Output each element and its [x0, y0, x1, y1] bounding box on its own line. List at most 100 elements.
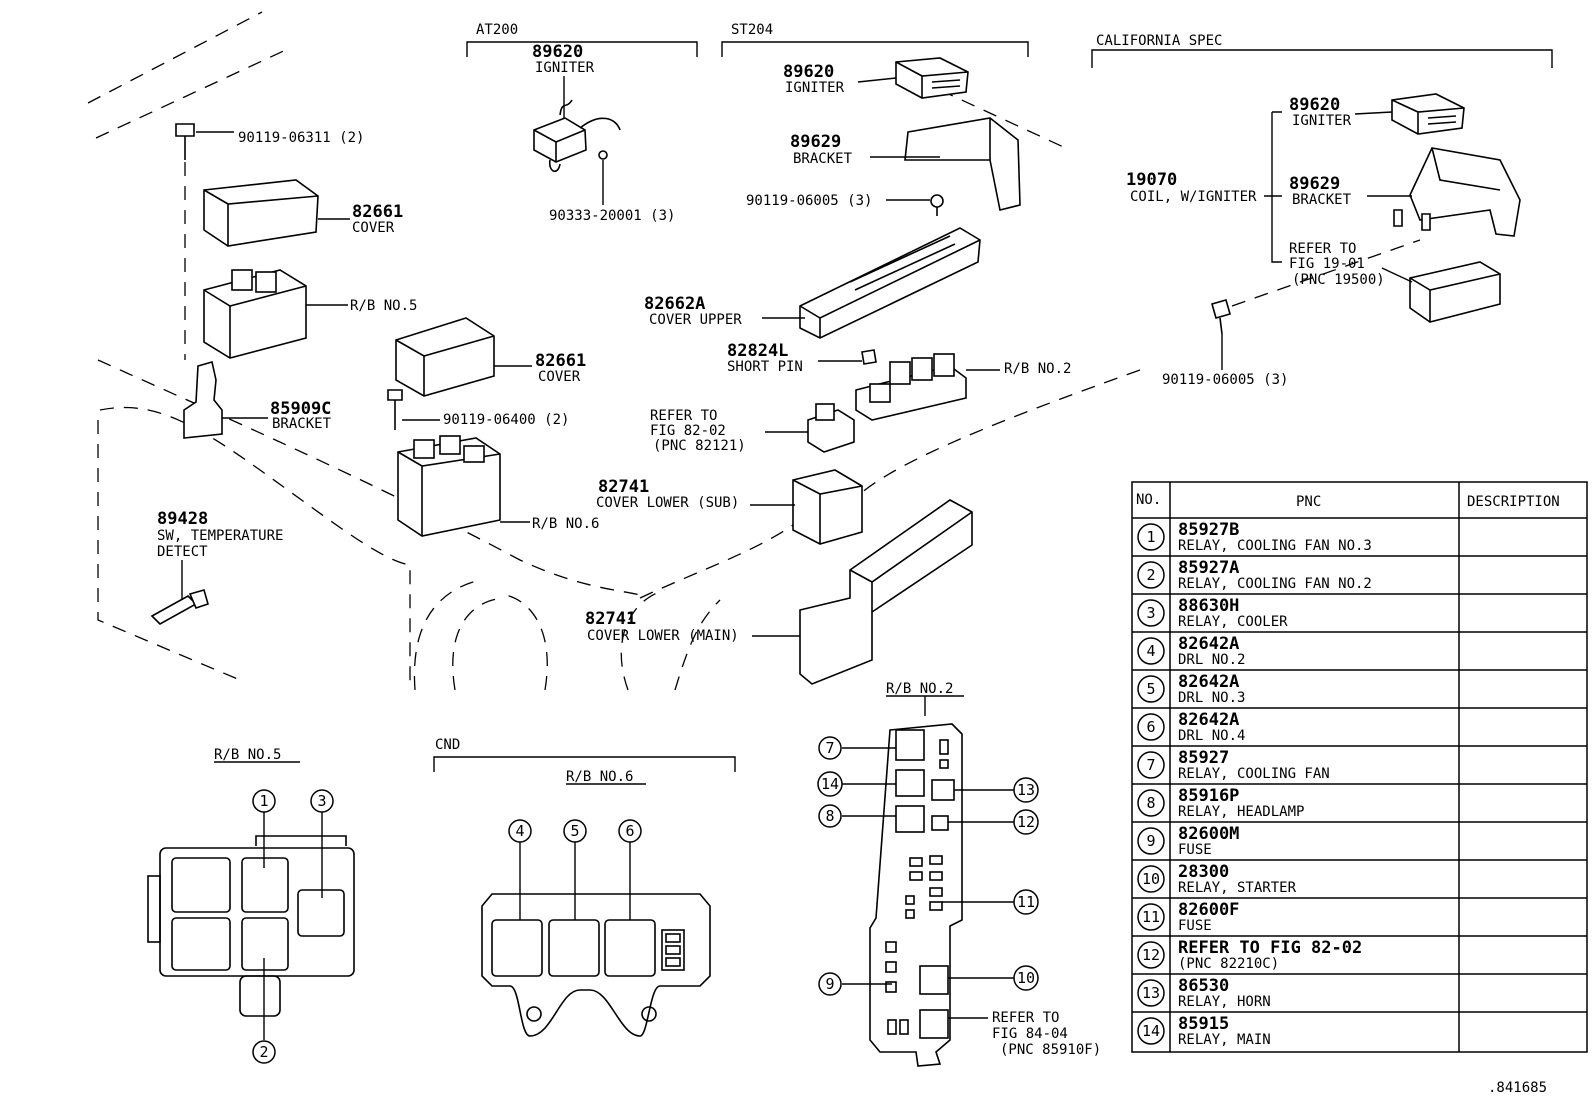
- callout-circle-6: 6: [625, 822, 634, 840]
- bracket-desc: BRACKET: [272, 416, 332, 432]
- table-row-no: 8: [1146, 794, 1155, 812]
- table-row-pnc: 85927A: [1178, 558, 1239, 578]
- table-row-desc: FUSE: [1178, 918, 1212, 934]
- sw-desc-line2: DETECT: [157, 544, 208, 560]
- table-row-no: 14: [1142, 1022, 1160, 1040]
- at200-igniter-drawing: [533, 99, 621, 205]
- callout-circle-9: 9: [825, 975, 834, 993]
- table-row-no: 10: [1142, 870, 1160, 888]
- bolt-mid-label: 90119-06400 (2): [443, 412, 569, 428]
- table-row-circle: [1137, 675, 1165, 703]
- st-igniter-desc: IGNITER: [785, 80, 845, 96]
- coil-number: 19070: [1126, 170, 1177, 190]
- section-california: CALIFORNIA SPEC: [1096, 33, 1222, 49]
- table-row-pnc: 82600M: [1178, 824, 1239, 844]
- cover-upper-number: 82662A: [644, 294, 705, 314]
- bracket-number: 85909C: [270, 399, 331, 419]
- table-row-desc: RELAY, HEADLAMP: [1178, 804, 1304, 820]
- callout-circle-2: 2: [259, 1043, 268, 1061]
- table-row-pnc: 85915: [1178, 1014, 1229, 1034]
- vehicle-outline: [87, 11, 1071, 691]
- rb6-label: R/B NO.6: [532, 516, 599, 532]
- st204-igniter-drawing: [895, 57, 1021, 216]
- short-pin-number: 82824L: [727, 341, 788, 361]
- sw-desc-line1: SW, TEMPERATURE: [157, 528, 283, 544]
- refer1-line1: REFER TO: [650, 408, 717, 424]
- short-pin-desc: SHORT PIN: [727, 359, 803, 375]
- cover5-desc: COVER: [352, 220, 395, 236]
- table-row-pnc: REFER TO FIG 82-02: [1178, 938, 1362, 958]
- rb2-box-title: R/B NO.2: [886, 681, 953, 697]
- table-row-pnc: 85927: [1178, 748, 1229, 768]
- table-row-no: 5: [1146, 680, 1155, 698]
- st-igniter-number: 89620: [783, 62, 834, 82]
- rb2-box: R/B NO.2 REFER TO FIG 84-04 (PNC 85910F): [842, 681, 1101, 1067]
- table-row-circle: [1137, 561, 1165, 589]
- table-row-circle: [1137, 903, 1165, 931]
- refer2-line1: REFER TO: [1289, 241, 1356, 257]
- refer3-line1: REFER TO: [992, 1010, 1059, 1026]
- rb5-box-title: R/B NO.5: [214, 747, 281, 763]
- table-row-pnc: 85916P: [1178, 786, 1239, 806]
- table-row-no: 7: [1146, 756, 1155, 774]
- st-bracket-desc: BRACKET: [793, 151, 853, 167]
- rb6-box-title: R/B NO.6: [566, 769, 633, 785]
- table-row-pnc: 28300: [1178, 862, 1229, 882]
- table-header-no: NO.: [1136, 492, 1161, 508]
- table-row-no: 4: [1146, 642, 1155, 660]
- table-row-circle: [1137, 1017, 1165, 1045]
- california-drawing: [859, 93, 1521, 495]
- table-row-circle: [1137, 941, 1165, 969]
- refer2-line2: FIG 19-01: [1289, 256, 1365, 272]
- callout-circle-7: 7: [825, 739, 834, 757]
- st-bracket-number: 89629: [790, 132, 841, 152]
- section-st204: ST204: [731, 22, 773, 38]
- callout-circle-1: 1: [259, 792, 268, 810]
- detail-callout-circles: 1 2 3 4 5 6 7 8 9 10 11 12 13 14: [252, 736, 1039, 1064]
- table-row-desc: RELAY, COOLING FAN NO.3: [1178, 538, 1372, 554]
- rb6-box: R/B NO.6: [481, 769, 711, 1037]
- table-row-desc: DRL NO.2: [1178, 652, 1245, 668]
- table-row-circle: [1137, 599, 1165, 627]
- cover-lower-sub-drawing: [792, 469, 863, 545]
- refer1-line2: FIG 82-02: [650, 423, 726, 439]
- cover-sub-number: 82741: [598, 477, 649, 497]
- short-pin-drawing: [861, 349, 877, 365]
- rb5-label: R/B NO.5: [350, 298, 417, 314]
- ca-bracket-number: 89629: [1289, 174, 1340, 194]
- section-cnd: CND: [435, 737, 460, 753]
- table-row-desc: RELAY, HORN: [1178, 994, 1271, 1010]
- table-row-desc: RELAY, COOLER: [1178, 614, 1288, 630]
- table-row-pnc: 86530: [1178, 976, 1229, 996]
- refer1-line3: (PNC 82121): [653, 438, 746, 454]
- table-row-circle: [1137, 637, 1165, 665]
- cover6-desc: COVER: [538, 369, 581, 385]
- table-row-no: 12: [1142, 946, 1160, 964]
- table-row-desc: (PNC 82210C): [1178, 956, 1279, 972]
- rb2-label: R/B NO.2: [1004, 361, 1071, 377]
- table-row-desc: RELAY, STARTER: [1178, 880, 1297, 896]
- at-screw-label: 90333-20001 (3): [549, 208, 675, 224]
- callout-circle-14: 14: [821, 775, 839, 793]
- table-row-desc: FUSE: [1178, 842, 1212, 858]
- left-parts-drawing: [150, 123, 501, 625]
- table-row-pnc: 85927B: [1178, 520, 1239, 540]
- callout-circle-3: 3: [317, 792, 326, 810]
- refer3-line3: (PNC 85910F): [1000, 1042, 1101, 1058]
- table-header-pnc: PNC: [1296, 494, 1321, 510]
- ca-igniter-number: 89620: [1289, 95, 1340, 115]
- table-row-no: 9: [1146, 832, 1155, 850]
- callout-circle-11: 11: [1017, 893, 1035, 911]
- table-row-no: 2: [1146, 566, 1155, 584]
- table-row-circle: [1137, 751, 1165, 779]
- ca-igniter-desc: IGNITER: [1292, 113, 1352, 129]
- table-row-no: 3: [1146, 604, 1155, 622]
- bolt-top-label: 90119-06311 (2): [238, 130, 364, 146]
- table-row-circle: [1137, 523, 1165, 551]
- table-header-description: DESCRIPTION: [1467, 494, 1560, 510]
- table-row-desc: RELAY, MAIN: [1178, 1032, 1271, 1048]
- table-row-circle: [1137, 789, 1165, 817]
